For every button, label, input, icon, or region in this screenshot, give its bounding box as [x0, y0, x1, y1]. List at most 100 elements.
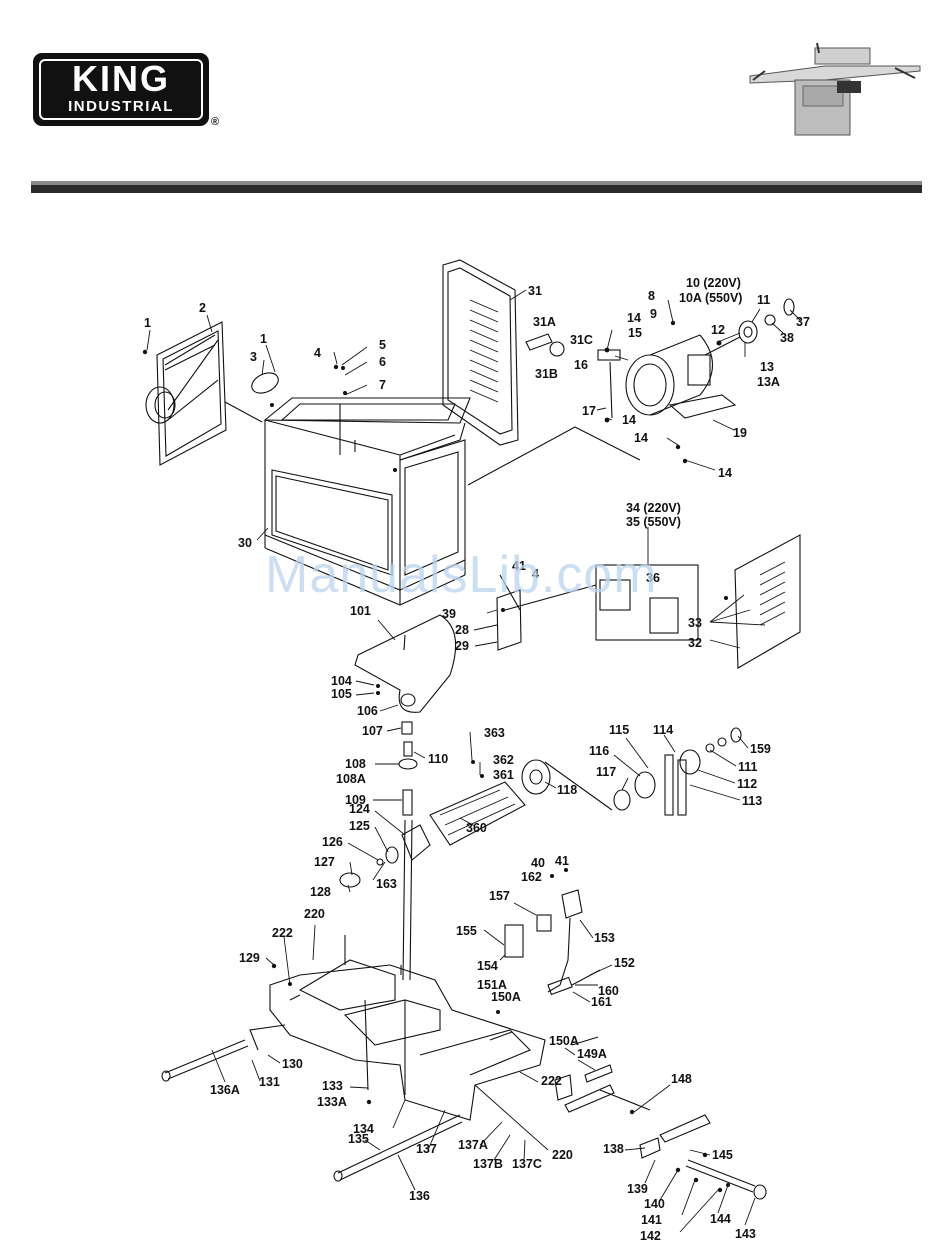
- callout-label: 144: [710, 1212, 731, 1226]
- callout-label: 117: [596, 765, 616, 779]
- callout-label: 36: [646, 571, 660, 585]
- callout-label: 113: [742, 794, 762, 808]
- callout-label: 160: [598, 984, 619, 998]
- callout-label: 41: [555, 854, 569, 868]
- callout-label: 5: [379, 338, 386, 352]
- callout-label: 14: [718, 466, 732, 480]
- callout-label: 137C: [512, 1157, 542, 1171]
- callout-label: 133: [322, 1079, 343, 1093]
- callout-label: 361: [493, 768, 514, 782]
- callout-label: 148: [671, 1072, 692, 1086]
- callout-label: 129: [239, 951, 260, 965]
- callout-label: 127: [314, 855, 335, 869]
- callout-label: 14: [622, 413, 636, 427]
- callout-label: 6: [379, 355, 386, 369]
- callout-label: 3: [250, 350, 257, 364]
- jointer-product-thumbnail: [749, 42, 921, 136]
- callout-label: 7: [379, 378, 386, 392]
- callout-label: 134: [353, 1122, 374, 1136]
- callout-label: 130: [282, 1057, 303, 1071]
- cutterhead-guard-part: [354, 614, 457, 713]
- belt-guard-part: [442, 259, 519, 446]
- callout-label: 11: [757, 293, 770, 307]
- callout-label: 142: [640, 1229, 661, 1243]
- callout-label: 220: [304, 907, 325, 921]
- dust-chute-part: [145, 321, 227, 466]
- callout-label: 116: [589, 744, 609, 758]
- registered-mark: ®: [211, 116, 220, 128]
- callout-label: 31B: [535, 367, 558, 381]
- callout-label: 143: [735, 1227, 756, 1241]
- callout-label: 15: [628, 326, 642, 340]
- callout-label: 1: [144, 316, 151, 330]
- callout-label: 109: [345, 793, 366, 807]
- callout-label: 110: [428, 752, 448, 766]
- callout-label: 159: [750, 742, 771, 756]
- callout-label: 153: [594, 931, 615, 945]
- plate-part: [496, 589, 522, 651]
- callout-label: 107: [362, 724, 383, 738]
- shaft-parts: [161, 1039, 767, 1200]
- callout-label: 162: [521, 870, 542, 884]
- header-divider-bar: [31, 181, 922, 193]
- callout-label: 38: [780, 331, 794, 345]
- callout-label: 139: [627, 1182, 648, 1196]
- callout-label: 12: [711, 323, 725, 337]
- callout-label: 33: [688, 616, 702, 630]
- callout-label: 138: [603, 1142, 624, 1156]
- cutterhead-part: [429, 759, 613, 846]
- stand-cabinet-part: [224, 397, 471, 606]
- callout-label: 131: [259, 1075, 280, 1089]
- callout-label: 31C: [570, 333, 593, 347]
- callout-label: 19: [733, 426, 747, 440]
- callout-label: 4: [314, 346, 321, 360]
- base-casting-part: [249, 935, 546, 1121]
- callout-label: 363: [484, 726, 505, 740]
- callout-label: 152: [614, 956, 635, 970]
- callout-label: 362: [493, 753, 514, 767]
- callout-label: 124: [349, 802, 370, 816]
- callout-label: 155: [456, 924, 477, 938]
- callout-label: 112: [737, 777, 757, 791]
- callout-label: 9: [650, 307, 657, 321]
- callout-label: 14: [634, 431, 648, 445]
- callout-label: 111: [738, 760, 758, 774]
- callout-label: 150A: [549, 1034, 579, 1048]
- callout-label: 13A: [757, 375, 780, 389]
- callout-label: 141: [641, 1213, 662, 1227]
- callout-label: 118: [557, 783, 577, 797]
- latch-part: [525, 333, 565, 357]
- page-header: KING INDUSTRIAL ®: [0, 0, 950, 200]
- callout-label: 137: [416, 1142, 437, 1156]
- callout-label: 30: [238, 536, 252, 550]
- callout-label: 126: [322, 835, 343, 849]
- callout-label: 140: [644, 1197, 665, 1211]
- callout-labels: 1 2 1 3 4 5 6 7 30 31 31A 31C 31B 8 9 10…: [144, 276, 810, 1243]
- callout-label: 157: [489, 889, 510, 903]
- bearing-housing-parts: [339, 824, 431, 888]
- drive-belt-line: [467, 426, 641, 486]
- callout-label: 145: [712, 1148, 733, 1162]
- callout-label: 149A: [577, 1047, 607, 1061]
- callout-label: 4: [532, 567, 539, 581]
- callout-label: 150A: [491, 990, 521, 1004]
- callout-label: 222: [541, 1074, 562, 1088]
- callout-label: 2: [199, 301, 206, 315]
- callout-label: 136: [409, 1189, 430, 1203]
- callout-label: 115: [609, 723, 629, 737]
- callout-label: 104: [331, 674, 352, 688]
- callout-label: 136A: [210, 1083, 240, 1097]
- callout-label: 31A: [533, 315, 556, 329]
- callout-label: 41: [512, 559, 526, 573]
- callout-label: 10A (550V): [679, 291, 742, 305]
- logo-border: [39, 59, 203, 120]
- callout-label: 222: [272, 926, 293, 940]
- callout-label: 37: [796, 315, 810, 329]
- callout-label: 137A: [458, 1138, 488, 1152]
- logo-industrial-text: INDUSTRIAL: [68, 98, 174, 115]
- callout-label: 135: [348, 1132, 369, 1146]
- callout-label: 133A: [317, 1095, 347, 1109]
- callout-label: 108: [345, 757, 366, 771]
- callout-label: 360: [466, 821, 487, 835]
